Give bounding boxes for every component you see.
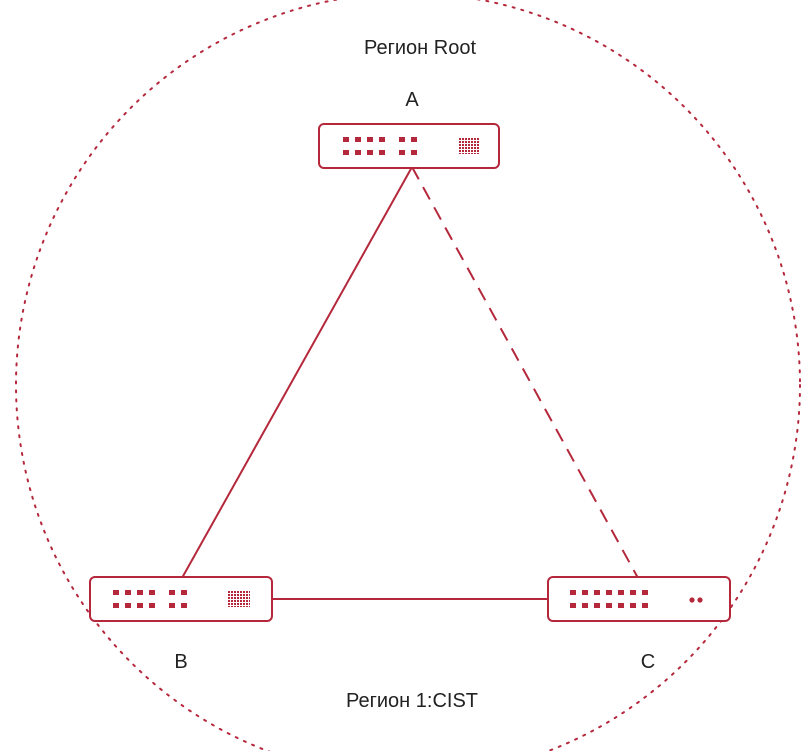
switch-b[interactable] <box>89 576 273 622</box>
link-a-c <box>411 166 639 579</box>
switch-ports <box>570 590 703 608</box>
status-led-icon <box>689 597 695 603</box>
switch-icon <box>318 123 500 169</box>
switch-a[interactable] <box>318 123 500 169</box>
switch-c-label: C <box>641 651 655 673</box>
status-led-icon <box>697 597 703 603</box>
switch-a-label: A <box>405 89 419 111</box>
switch-ports <box>113 590 250 608</box>
switch-b-label: B <box>174 651 187 673</box>
switch-icon <box>547 576 731 622</box>
switch-c[interactable] <box>547 576 731 622</box>
link-a-b <box>181 166 413 579</box>
switch-ports <box>343 137 480 155</box>
switch-icon <box>89 576 273 622</box>
region-boundary <box>15 0 801 751</box>
region-cist-label: Регион 1:CIST <box>346 690 478 712</box>
region-root-label: Регион Root <box>364 37 476 59</box>
